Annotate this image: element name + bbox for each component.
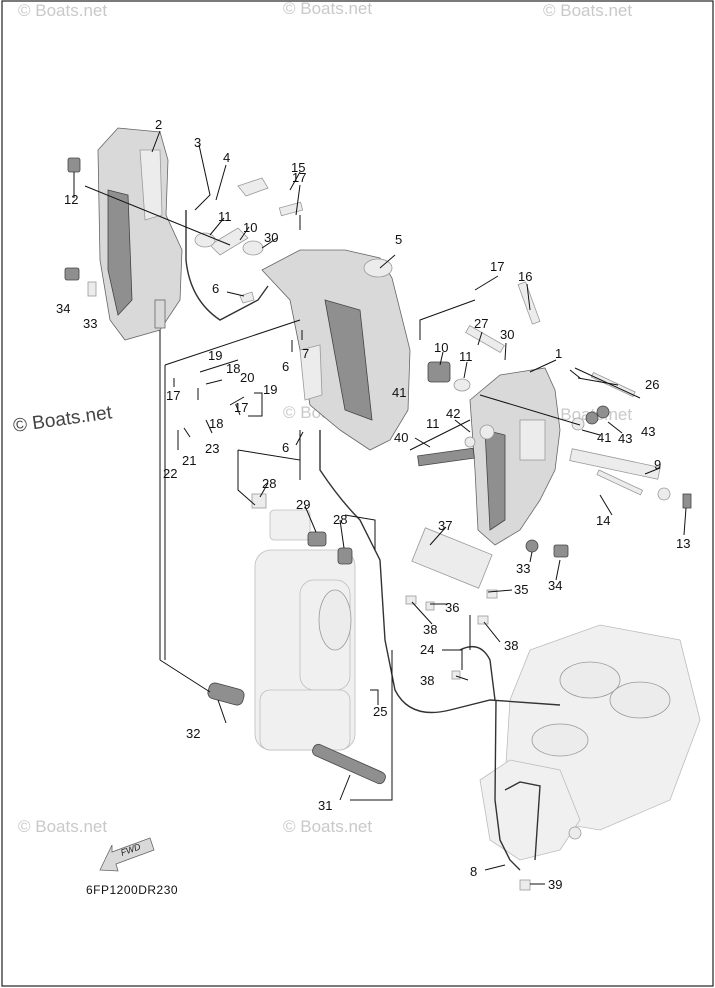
tilt-cylinder <box>254 509 356 751</box>
callout-28-b: 28 <box>333 512 347 527</box>
wires <box>185 210 561 871</box>
callout-37: 37 <box>438 518 452 533</box>
callout-26: 26 <box>645 377 659 392</box>
lead-lines <box>73 130 687 885</box>
forward-arrow-icon: FWD <box>99 837 155 872</box>
callout-43-a: 43 <box>641 424 655 439</box>
callout-3: 3 <box>194 135 201 150</box>
callout-31: 31 <box>318 798 332 813</box>
callout-12: 12 <box>64 192 78 207</box>
callout-16: 16 <box>518 269 532 284</box>
callout-20: 20 <box>240 370 254 385</box>
callout-10-b: 10 <box>434 340 448 355</box>
callout-34-b: 34 <box>548 578 562 593</box>
callout-1: 1 <box>555 346 562 361</box>
callout-34-a: 34 <box>56 301 70 316</box>
watermark-top-left: © Boats.net <box>18 1 107 20</box>
watermark-top-center: © Boats.net <box>283 0 372 18</box>
callout-6-b: 6 <box>282 359 289 374</box>
callout-41-b: 41 <box>392 385 406 400</box>
callout-19-b: 19 <box>263 382 277 397</box>
clamp-bracket-left <box>97 127 183 341</box>
callout-11-a: 11 <box>218 209 232 224</box>
callout-22: 22 <box>163 466 177 481</box>
callout-32: 32 <box>186 726 200 741</box>
callout-39: 39 <box>548 877 562 892</box>
callout-18-a: 18 <box>226 361 240 376</box>
callout-10-a: 10 <box>243 220 257 235</box>
callout-35: 35 <box>514 582 528 597</box>
diagram-code: 6FP1200DR230 <box>86 883 178 897</box>
callout-23: 23 <box>205 441 219 456</box>
callout-40: 40 <box>394 430 408 445</box>
callout-9: 9 <box>654 457 661 472</box>
callout-33-a: 33 <box>83 316 97 331</box>
callout-38-c: 38 <box>420 673 434 688</box>
watermark-bottom-left: © Boats.net <box>18 817 107 836</box>
callout-6-a: 6 <box>212 281 219 296</box>
callout-18-b: 18 <box>209 416 223 431</box>
callout-29: 29 <box>296 497 310 512</box>
callout-17-a: 17 <box>292 170 306 185</box>
callout-38-a: 38 <box>423 622 437 637</box>
callout-6-c: 6 <box>282 440 289 455</box>
callout-8: 8 <box>470 864 477 879</box>
callout-7: 7 <box>302 346 309 361</box>
callout-15: 15 <box>291 160 305 175</box>
watermark-bottom-center: © Boats.net <box>283 817 372 836</box>
callout-11-b: 11 <box>459 349 473 364</box>
swivel-bracket <box>261 249 411 451</box>
watermark-top-right: © Boats.net <box>543 1 632 20</box>
callout-38-b: 38 <box>504 638 518 653</box>
callout-42: 42 <box>446 406 460 421</box>
callout-11-c: 11 <box>426 416 440 431</box>
callout-25: 25 <box>373 704 387 719</box>
callout-17-d: 17 <box>234 400 248 415</box>
watermark-left-main: © Boats.net <box>12 402 114 437</box>
callout-41-a: 41 <box>597 430 611 445</box>
callout-13: 13 <box>676 536 690 551</box>
callouts: 1 2 3 4 5 6 6 6 7 8 9 10 10 11 11 11 12 … <box>56 117 690 892</box>
callout-28-a: 28 <box>262 476 276 491</box>
callout-19-a: 19 <box>208 348 222 363</box>
callout-21: 21 <box>182 453 196 468</box>
callout-36: 36 <box>445 600 459 615</box>
callout-4: 4 <box>223 150 230 165</box>
callout-30-a: 30 <box>264 230 278 245</box>
clamp-bracket-right <box>469 367 561 546</box>
callout-24: 24 <box>420 642 434 657</box>
callout-27: 27 <box>474 316 488 331</box>
callout-2: 2 <box>155 117 162 132</box>
callout-17-c: 17 <box>166 388 180 403</box>
lower-cowling-ghost <box>479 624 701 861</box>
callout-17-b: 17 <box>490 259 504 274</box>
callout-14: 14 <box>596 513 610 528</box>
callout-43-b: 43 <box>618 431 632 446</box>
callout-30-b: 30 <box>500 327 514 342</box>
callout-5: 5 <box>395 232 402 247</box>
callout-33-b: 33 <box>516 561 530 576</box>
